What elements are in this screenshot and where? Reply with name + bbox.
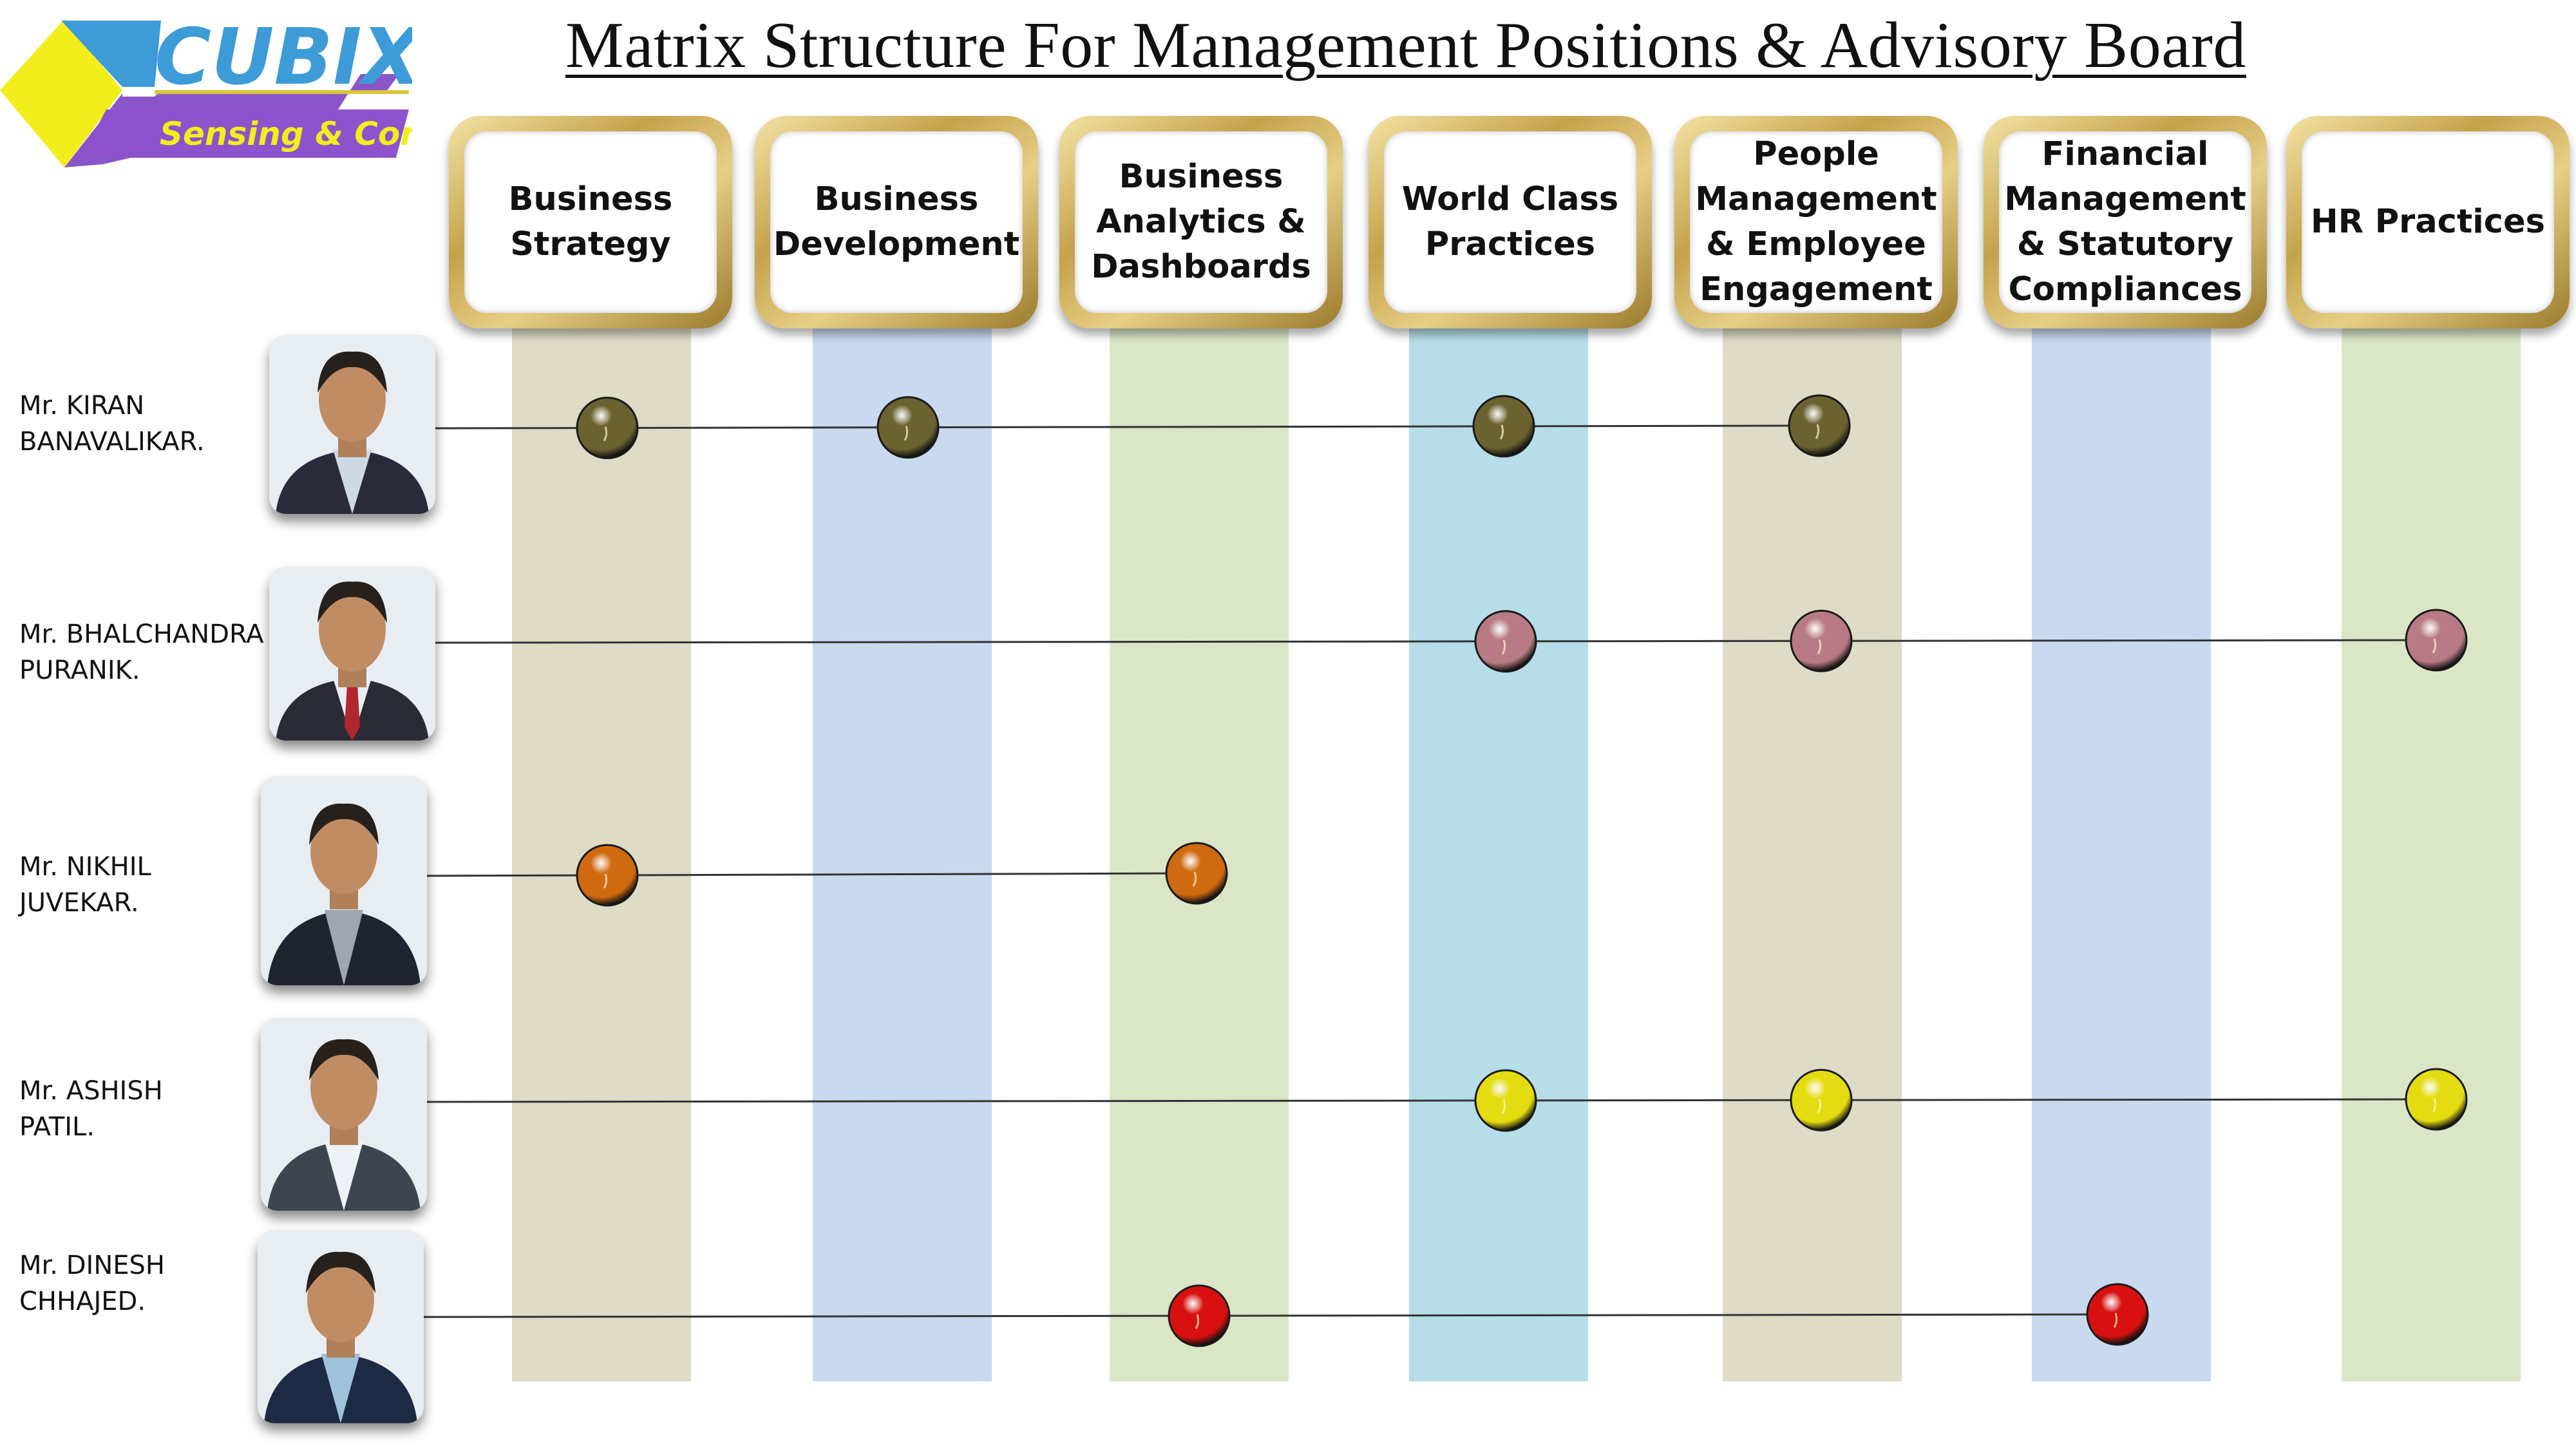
dot-highlight bbox=[1817, 639, 1822, 655]
column-header-label: People Management & Employee Engagement bbox=[1695, 135, 1937, 308]
dot-highlight bbox=[1192, 871, 1197, 887]
assignment-dot bbox=[1788, 394, 1851, 457]
person-name: Mr. NIKHIL JUVEKAR. bbox=[19, 852, 151, 918]
column-header-label: Business Development bbox=[773, 180, 1020, 263]
portrait-graphic bbox=[261, 776, 427, 985]
dot-highlight bbox=[2432, 1097, 2437, 1113]
dot-highlight bbox=[904, 426, 909, 441]
column-header-inner: Business Analytics & Dashboards bbox=[1075, 131, 1327, 313]
person-name: Mr. KIRAN BANAVALIKAR. bbox=[19, 391, 205, 457]
column-header: Business Analytics & Dashboards bbox=[1059, 116, 1343, 328]
dot-highlight bbox=[2113, 1312, 2118, 1328]
assignment-dot bbox=[576, 844, 639, 907]
connector-line bbox=[435, 424, 1820, 430]
column-stripe bbox=[2342, 325, 2521, 1381]
column-header-label: Financial Management & Statutory Complia… bbox=[2004, 135, 2246, 308]
assignment-dot bbox=[576, 397, 639, 460]
portrait-graphic bbox=[258, 1230, 424, 1423]
column-header-label: World Class Practices bbox=[1401, 180, 1619, 263]
logo-brand: CUBIX bbox=[155, 13, 412, 102]
assignment-dot bbox=[2086, 1283, 2149, 1346]
assignment-dot bbox=[1472, 395, 1535, 458]
connector-line bbox=[435, 639, 2437, 644]
dot-highlight bbox=[1501, 1099, 1506, 1114]
assignment-dot bbox=[876, 396, 940, 459]
column-header-inner: World Class Practices bbox=[1384, 131, 1636, 313]
column-header-inner: HR Practices bbox=[2302, 131, 2554, 313]
title-area: Matrix Structure For Management Position… bbox=[0, 0, 2576, 97]
portrait-graphic bbox=[269, 335, 435, 514]
dot-highlight bbox=[1817, 1098, 1822, 1113]
dot-highlight bbox=[1499, 424, 1504, 440]
column-header: People Management & Employee Engagement bbox=[1674, 116, 1958, 328]
column-header: Financial Management & Statutory Complia… bbox=[1984, 116, 2267, 328]
column-header: HR Practices bbox=[2286, 116, 2570, 328]
person-name: Mr. ASHISH PATIL. bbox=[19, 1076, 163, 1142]
column-stripe bbox=[813, 325, 992, 1381]
column-header-inner: Business Strategy bbox=[464, 131, 717, 313]
column-header: World Class Practices bbox=[1368, 116, 1652, 328]
person-photo bbox=[261, 1018, 427, 1211]
dot-highlight bbox=[1501, 639, 1506, 655]
connector-line bbox=[423, 1313, 2118, 1318]
column-header-label: HR Practices bbox=[2311, 203, 2545, 241]
person-name: Mr. DINESH CHHAJED. bbox=[19, 1251, 165, 1316]
portrait-graphic bbox=[269, 567, 435, 741]
dot-highlight bbox=[603, 426, 608, 442]
assignment-dot bbox=[1790, 609, 1853, 672]
person-photo bbox=[261, 776, 427, 985]
portrait-graphic bbox=[261, 1018, 427, 1211]
assignment-dot bbox=[1474, 610, 1537, 673]
column-header-inner: People Management & Employee Engagement bbox=[1690, 131, 1942, 313]
assignment-dot bbox=[2405, 609, 2468, 672]
column-header-inner: Financial Management & Statutory Complia… bbox=[1999, 131, 2251, 313]
column-header-inner: Business Development bbox=[770, 131, 1023, 313]
connector-line bbox=[426, 1098, 2437, 1103]
column-header: Business Strategy bbox=[449, 116, 732, 328]
dot-highlight bbox=[1195, 1314, 1200, 1329]
assignment-dot bbox=[1165, 842, 1228, 905]
column-stripe bbox=[2032, 325, 2211, 1381]
dot-highlight bbox=[2432, 638, 2437, 654]
column-stripe bbox=[1409, 325, 1588, 1381]
assignment-dot bbox=[2405, 1068, 2468, 1131]
connector-line bbox=[426, 872, 1197, 877]
person-name: Mr. BHALCHANDRA PURANIK. bbox=[19, 620, 264, 685]
person-photo bbox=[258, 1230, 424, 1423]
assignment-dot bbox=[1474, 1069, 1537, 1132]
dot-highlight bbox=[603, 873, 608, 889]
column-header-label: Business Analytics & Dashboards bbox=[1091, 158, 1311, 286]
person-photo bbox=[269, 335, 435, 514]
page-title: Matrix Structure For Management Position… bbox=[565, 9, 2246, 82]
column-header: Business Development bbox=[755, 116, 1038, 328]
assignment-dot bbox=[1168, 1284, 1231, 1347]
assignment-dot bbox=[1790, 1068, 1853, 1132]
person-photo bbox=[269, 567, 435, 741]
dot-highlight bbox=[1815, 424, 1820, 439]
column-header-label: Business Strategy bbox=[508, 180, 673, 263]
column-stripe bbox=[1723, 325, 1902, 1381]
